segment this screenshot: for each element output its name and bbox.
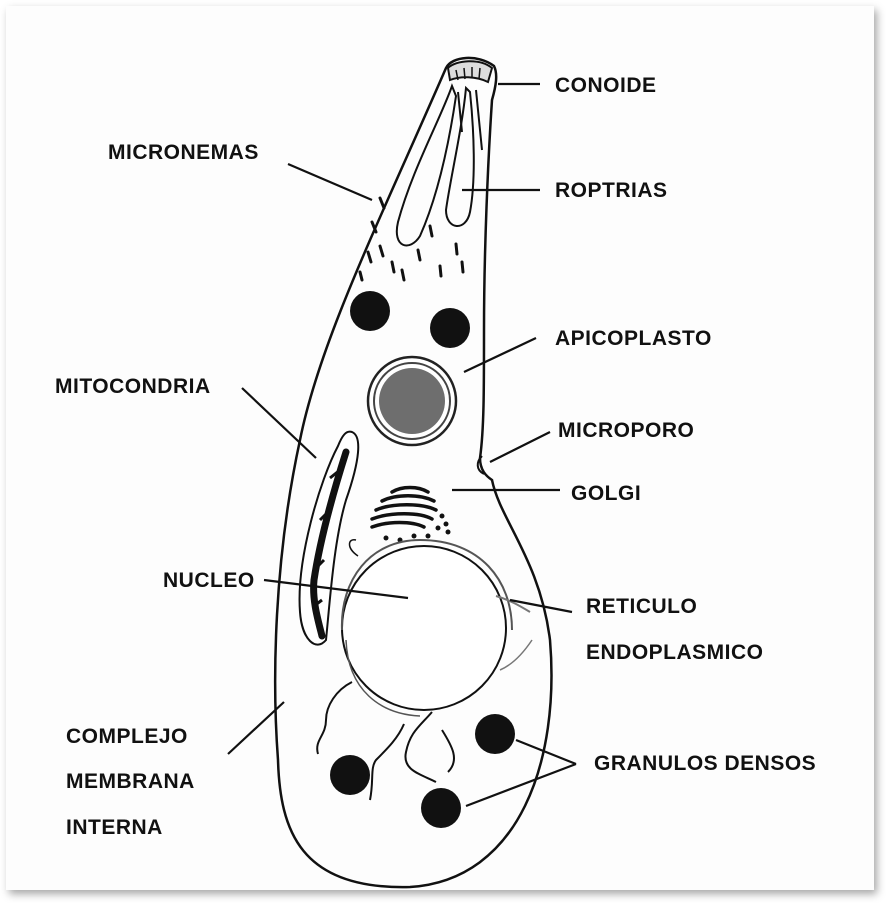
- cell-outline: [275, 58, 551, 887]
- dense-granule: [475, 714, 515, 754]
- label-roptrias: ROPTRIAS: [555, 178, 668, 203]
- label-membrana: MEMBRANA: [66, 769, 195, 794]
- label-endoplasmico: ENDOPLASMICO: [586, 640, 764, 665]
- label-apicoplasto: APICOPLASTO: [555, 326, 712, 351]
- dense-granule: [421, 788, 461, 828]
- dense-granule: [430, 308, 470, 348]
- label-complejo: COMPLEJO: [66, 724, 188, 749]
- micronemes: [360, 198, 463, 280]
- nucleus: [342, 546, 506, 710]
- conoid: [448, 61, 492, 82]
- label-reticulo: RETICULO: [586, 594, 697, 619]
- dense-granule: [350, 291, 390, 331]
- leader-line: [490, 432, 550, 462]
- label-granulos-densos: GRANULOS DENSOS: [594, 751, 816, 776]
- label-microporo: MICROPORO: [558, 418, 694, 443]
- leader-line: [466, 764, 576, 806]
- dense-granule: [330, 755, 370, 795]
- label-conoide: CONOIDE: [555, 73, 657, 98]
- label-golgi: GOLGI: [571, 481, 641, 506]
- label-micronemas: MICRONEMAS: [108, 140, 259, 165]
- label-mitocondria: MITOCONDRIA: [55, 374, 211, 399]
- label-interna: INTERNA: [66, 815, 163, 840]
- golgi: [372, 488, 436, 528]
- leader-line: [464, 338, 536, 372]
- label-nucleo: NUCLEO: [163, 568, 255, 593]
- leader-line: [288, 164, 372, 200]
